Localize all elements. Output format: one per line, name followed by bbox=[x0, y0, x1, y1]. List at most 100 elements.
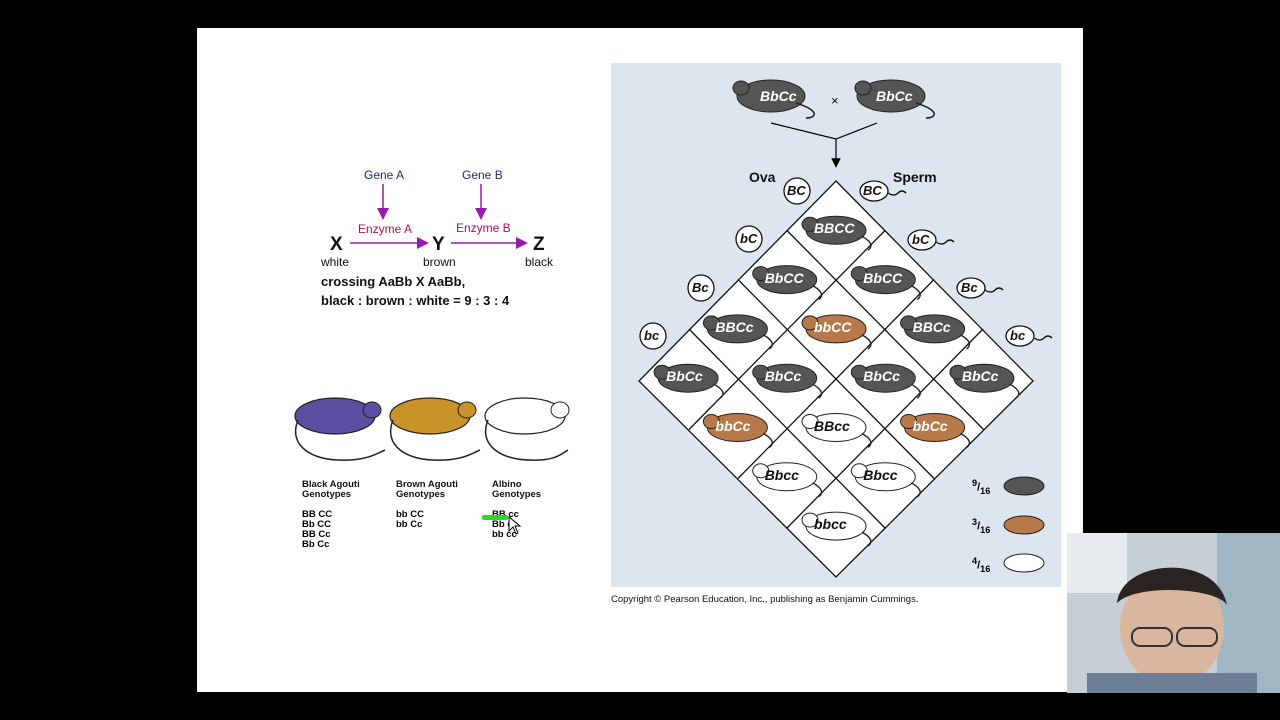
ratio-denominator: 16 bbox=[980, 485, 991, 496]
cross-line-1: crossing AaBb X AaBb, bbox=[321, 274, 466, 289]
offspring-genotype: BbCC bbox=[764, 269, 804, 286]
genotype-item: Bb Cc bbox=[302, 539, 330, 550]
brown-agouti-mouse bbox=[389, 397, 481, 461]
offspring-genotype: BbCc bbox=[666, 368, 703, 385]
copyright-text: Copyright © Pearson Education, Inc., pub… bbox=[611, 594, 919, 605]
offspring-genotype: bbcc bbox=[814, 516, 847, 533]
x-label: white bbox=[321, 255, 350, 269]
punnett-art bbox=[638, 79, 1053, 578]
parent-mouse-left bbox=[732, 79, 815, 119]
mouse-cursor-icon bbox=[508, 516, 522, 535]
albino-title: Albino Genotypes bbox=[492, 479, 542, 500]
sperm-label: Sperm bbox=[893, 169, 937, 185]
offspring-genotype: BbCc bbox=[863, 368, 900, 385]
ratio-white: 4/16 bbox=[972, 556, 991, 574]
offspring-mouse-head bbox=[702, 414, 720, 429]
offspring-mouse-tail bbox=[960, 432, 971, 449]
punnett-grid bbox=[638, 180, 1034, 578]
offspring-mouse-tail bbox=[763, 334, 773, 350]
ratio-mouse-white bbox=[1003, 553, 1045, 573]
x-symbol: X bbox=[330, 234, 343, 255]
ratio-denominator: 16 bbox=[980, 524, 991, 535]
ratio-mice bbox=[1003, 476, 1045, 573]
enzyme-a-label: Enzyme A bbox=[358, 222, 413, 236]
offspring-mouse-tail bbox=[910, 482, 921, 498]
ratio-black: 9/16 bbox=[972, 478, 991, 496]
ratio-brown: 3/16 bbox=[972, 517, 991, 535]
offspring-mouse-tail bbox=[763, 432, 773, 449]
genotype-item: bb CC bbox=[396, 509, 424, 520]
ova-circles bbox=[639, 177, 811, 350]
offspring-mouse-tail bbox=[812, 482, 823, 498]
brown-agouti-title: Brown Agouti Genotypes bbox=[396, 479, 458, 500]
offspring-mouse-head bbox=[702, 315, 720, 331]
offspring-mouse-tail bbox=[1009, 383, 1020, 399]
gene-a-label: Gene A bbox=[364, 168, 405, 182]
offspring-mouse-head bbox=[900, 414, 918, 429]
offspring-mouse-tail bbox=[713, 383, 724, 399]
offspring-genotype: BbCc bbox=[961, 368, 999, 385]
offspring-mouse-tail bbox=[861, 531, 872, 547]
presenter-video bbox=[1067, 533, 1280, 693]
offspring-mouse-tail bbox=[960, 334, 971, 350]
parent-mouse-right bbox=[854, 79, 935, 119]
offspring-mouse-head bbox=[850, 463, 868, 479]
offspring-mouse-tail bbox=[910, 383, 921, 399]
offspring-mouse-head bbox=[752, 364, 770, 380]
sperm-shapes bbox=[859, 180, 1053, 347]
black-agouti-genotypes: BB CC Bb CC BB Cc Bb Cc bbox=[302, 510, 332, 550]
offspring-mouse-head bbox=[801, 414, 819, 429]
offspring-mouse-tail bbox=[861, 432, 872, 449]
ratio-numerator: 3 bbox=[972, 517, 978, 527]
sperm-gamete: BC bbox=[863, 183, 882, 198]
offspring-mouse-head bbox=[801, 216, 819, 232]
ova-gamete: bc bbox=[644, 328, 660, 343]
ratio-mouse-brown bbox=[1003, 515, 1045, 535]
albino-mouse bbox=[484, 397, 570, 461]
parent-right-genotype: BbCc bbox=[876, 88, 913, 104]
annotation-highlight bbox=[482, 515, 508, 520]
offspring-mouse-tail bbox=[910, 284, 921, 301]
genotype-item: BB Cc bbox=[302, 529, 331, 540]
cross-line-2: black : brown : white = 9 : 3 : 4 bbox=[321, 293, 510, 308]
webcam-overlay bbox=[1067, 533, 1280, 693]
offspring-genotype: bbCc bbox=[912, 417, 948, 434]
cross-lines bbox=[770, 122, 878, 140]
offspring-mouse-head bbox=[801, 512, 819, 528]
offspring-mouse-head bbox=[850, 364, 868, 380]
cross-symbol: × bbox=[831, 93, 839, 108]
z-label: black bbox=[525, 255, 554, 269]
genotype-item: bb Cc bbox=[396, 519, 423, 530]
y-symbol: Y bbox=[432, 234, 445, 255]
offspring-mouse-head bbox=[900, 315, 918, 331]
ova-gamete: BC bbox=[787, 183, 806, 198]
offspring-mouse-head bbox=[949, 364, 967, 380]
sperm-gamete: bc bbox=[1010, 328, 1026, 343]
offspring-genotype: BBCc bbox=[715, 318, 754, 335]
offspring-genotype: BbCc bbox=[764, 368, 802, 385]
offspring-mouse-head bbox=[752, 463, 770, 479]
albino-genotypes: BB cc Bb cc bb cc bbox=[492, 510, 519, 540]
black-agouti-mouse bbox=[294, 397, 386, 461]
sperm-gamete: Bc bbox=[961, 280, 978, 295]
offspring-genotype: BBCC bbox=[814, 220, 855, 237]
phenotype-mice-art bbox=[294, 397, 570, 461]
z-symbol: Z bbox=[533, 234, 545, 255]
offspring-mouse-head bbox=[752, 266, 770, 282]
offspring-genotype: bbCc bbox=[715, 417, 751, 434]
ova-label: Ova bbox=[749, 169, 776, 185]
ova-gamete: bC bbox=[740, 231, 758, 246]
enzyme-b-label: Enzyme B bbox=[456, 221, 511, 235]
offspring-mouse-head bbox=[801, 315, 819, 331]
ratio-numerator: 9 bbox=[972, 478, 978, 488]
offspring-genotype: Bbcc bbox=[764, 466, 799, 483]
offspring-mouse-tail bbox=[812, 383, 823, 399]
genotype-item: BB cc bbox=[492, 509, 519, 520]
offspring-genotype: BBcc bbox=[814, 417, 850, 434]
offspring-genotype: BBCc bbox=[912, 318, 951, 335]
genotype-item: Bb cc bbox=[492, 519, 518, 530]
sperm-gamete: bC bbox=[912, 232, 930, 247]
black-agouti-title: Black Agouti Genotypes bbox=[302, 479, 360, 500]
ratio-mouse-black bbox=[1003, 476, 1045, 496]
